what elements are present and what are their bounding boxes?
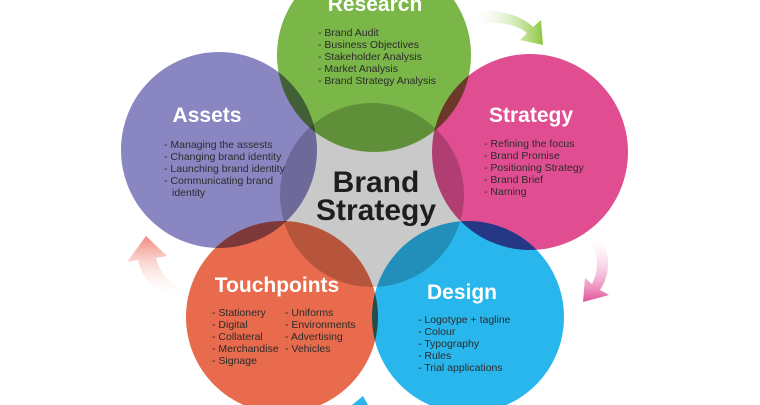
design-item: - Rules: [418, 350, 451, 362]
assets-item: - Changing brand identity: [164, 151, 282, 163]
center-title-line2: Strategy: [316, 194, 436, 227]
design-item: - Logotype + tagline: [418, 314, 511, 326]
assets-item: identity: [172, 187, 206, 199]
assets-item: - Managing the assests: [164, 139, 273, 151]
research-item: - Market Analysis: [318, 63, 398, 75]
assets-item: - Launching brand identity: [164, 163, 286, 175]
touchpoints-circle: [186, 221, 378, 405]
assets-title: Assets: [173, 104, 242, 127]
touchpoints-item: - Stationery: [212, 307, 266, 319]
strategy-item: - Naming: [484, 186, 527, 198]
research-item: - Business Objectives: [318, 39, 419, 51]
touchpoints-title: Touchpoints: [215, 274, 339, 297]
arrow-touchpoints-to-assets-icon: [127, 236, 184, 300]
arrow-strategy-to-design-icon: [583, 232, 609, 302]
design-circle: [372, 221, 564, 405]
strategy-item: - Refining the focus: [484, 138, 574, 150]
design-item: - Colour: [418, 326, 456, 338]
arrow-design-to-touchpoints-icon: [352, 396, 368, 405]
design-title: Design: [427, 281, 497, 304]
strategy-item: - Positioning Strategy: [484, 162, 585, 174]
touchpoints-item: - Advertising: [285, 331, 343, 343]
arrow-research-to-strategy-icon: [470, 11, 543, 46]
touchpoints-list-col2: - Uniforms - Environments - Advertising …: [285, 307, 356, 355]
touchpoints-item: - Signage: [212, 355, 257, 367]
strategy-list: - Refining the focus - Brand Promise - P…: [484, 138, 585, 198]
strategy-circle: [432, 54, 628, 250]
research-item: - Stakeholder Analysis: [318, 51, 422, 63]
design-item: - Typography: [418, 338, 480, 350]
research-circle: [277, 0, 471, 152]
center-title-line1: Brand: [333, 166, 420, 199]
touchpoints-item: - Collateral: [212, 331, 263, 343]
strategy-title: Strategy: [489, 104, 573, 127]
design-item: - Trial applications: [418, 362, 503, 374]
strategy-item: - Brand Promise: [484, 150, 560, 162]
design-list: - Logotype + tagline - Colour - Typograp…: [418, 314, 511, 374]
strategy-item: - Brand Brief: [484, 174, 543, 186]
touchpoints-item: - Digital: [212, 319, 248, 331]
research-item: - Brand Strategy Analysis: [318, 75, 436, 87]
assets-item: - Communicating brand: [164, 175, 273, 187]
research-item: - Brand Audit: [318, 27, 379, 39]
assets-circle: [121, 52, 317, 248]
touchpoints-item: - Vehicles: [285, 343, 331, 355]
touchpoints-item: - Environments: [285, 319, 356, 331]
assets-list: - Managing the assests - Changing brand …: [164, 139, 286, 199]
touchpoints-list-col1: - Stationery - Digital - Collateral - Me…: [212, 307, 279, 367]
touchpoints-item: - Merchandise: [212, 343, 279, 355]
research-title: Research: [328, 0, 423, 16]
touchpoints-item: - Uniforms: [285, 307, 333, 319]
research-list: - Brand Audit - Business Objectives - St…: [318, 27, 436, 87]
